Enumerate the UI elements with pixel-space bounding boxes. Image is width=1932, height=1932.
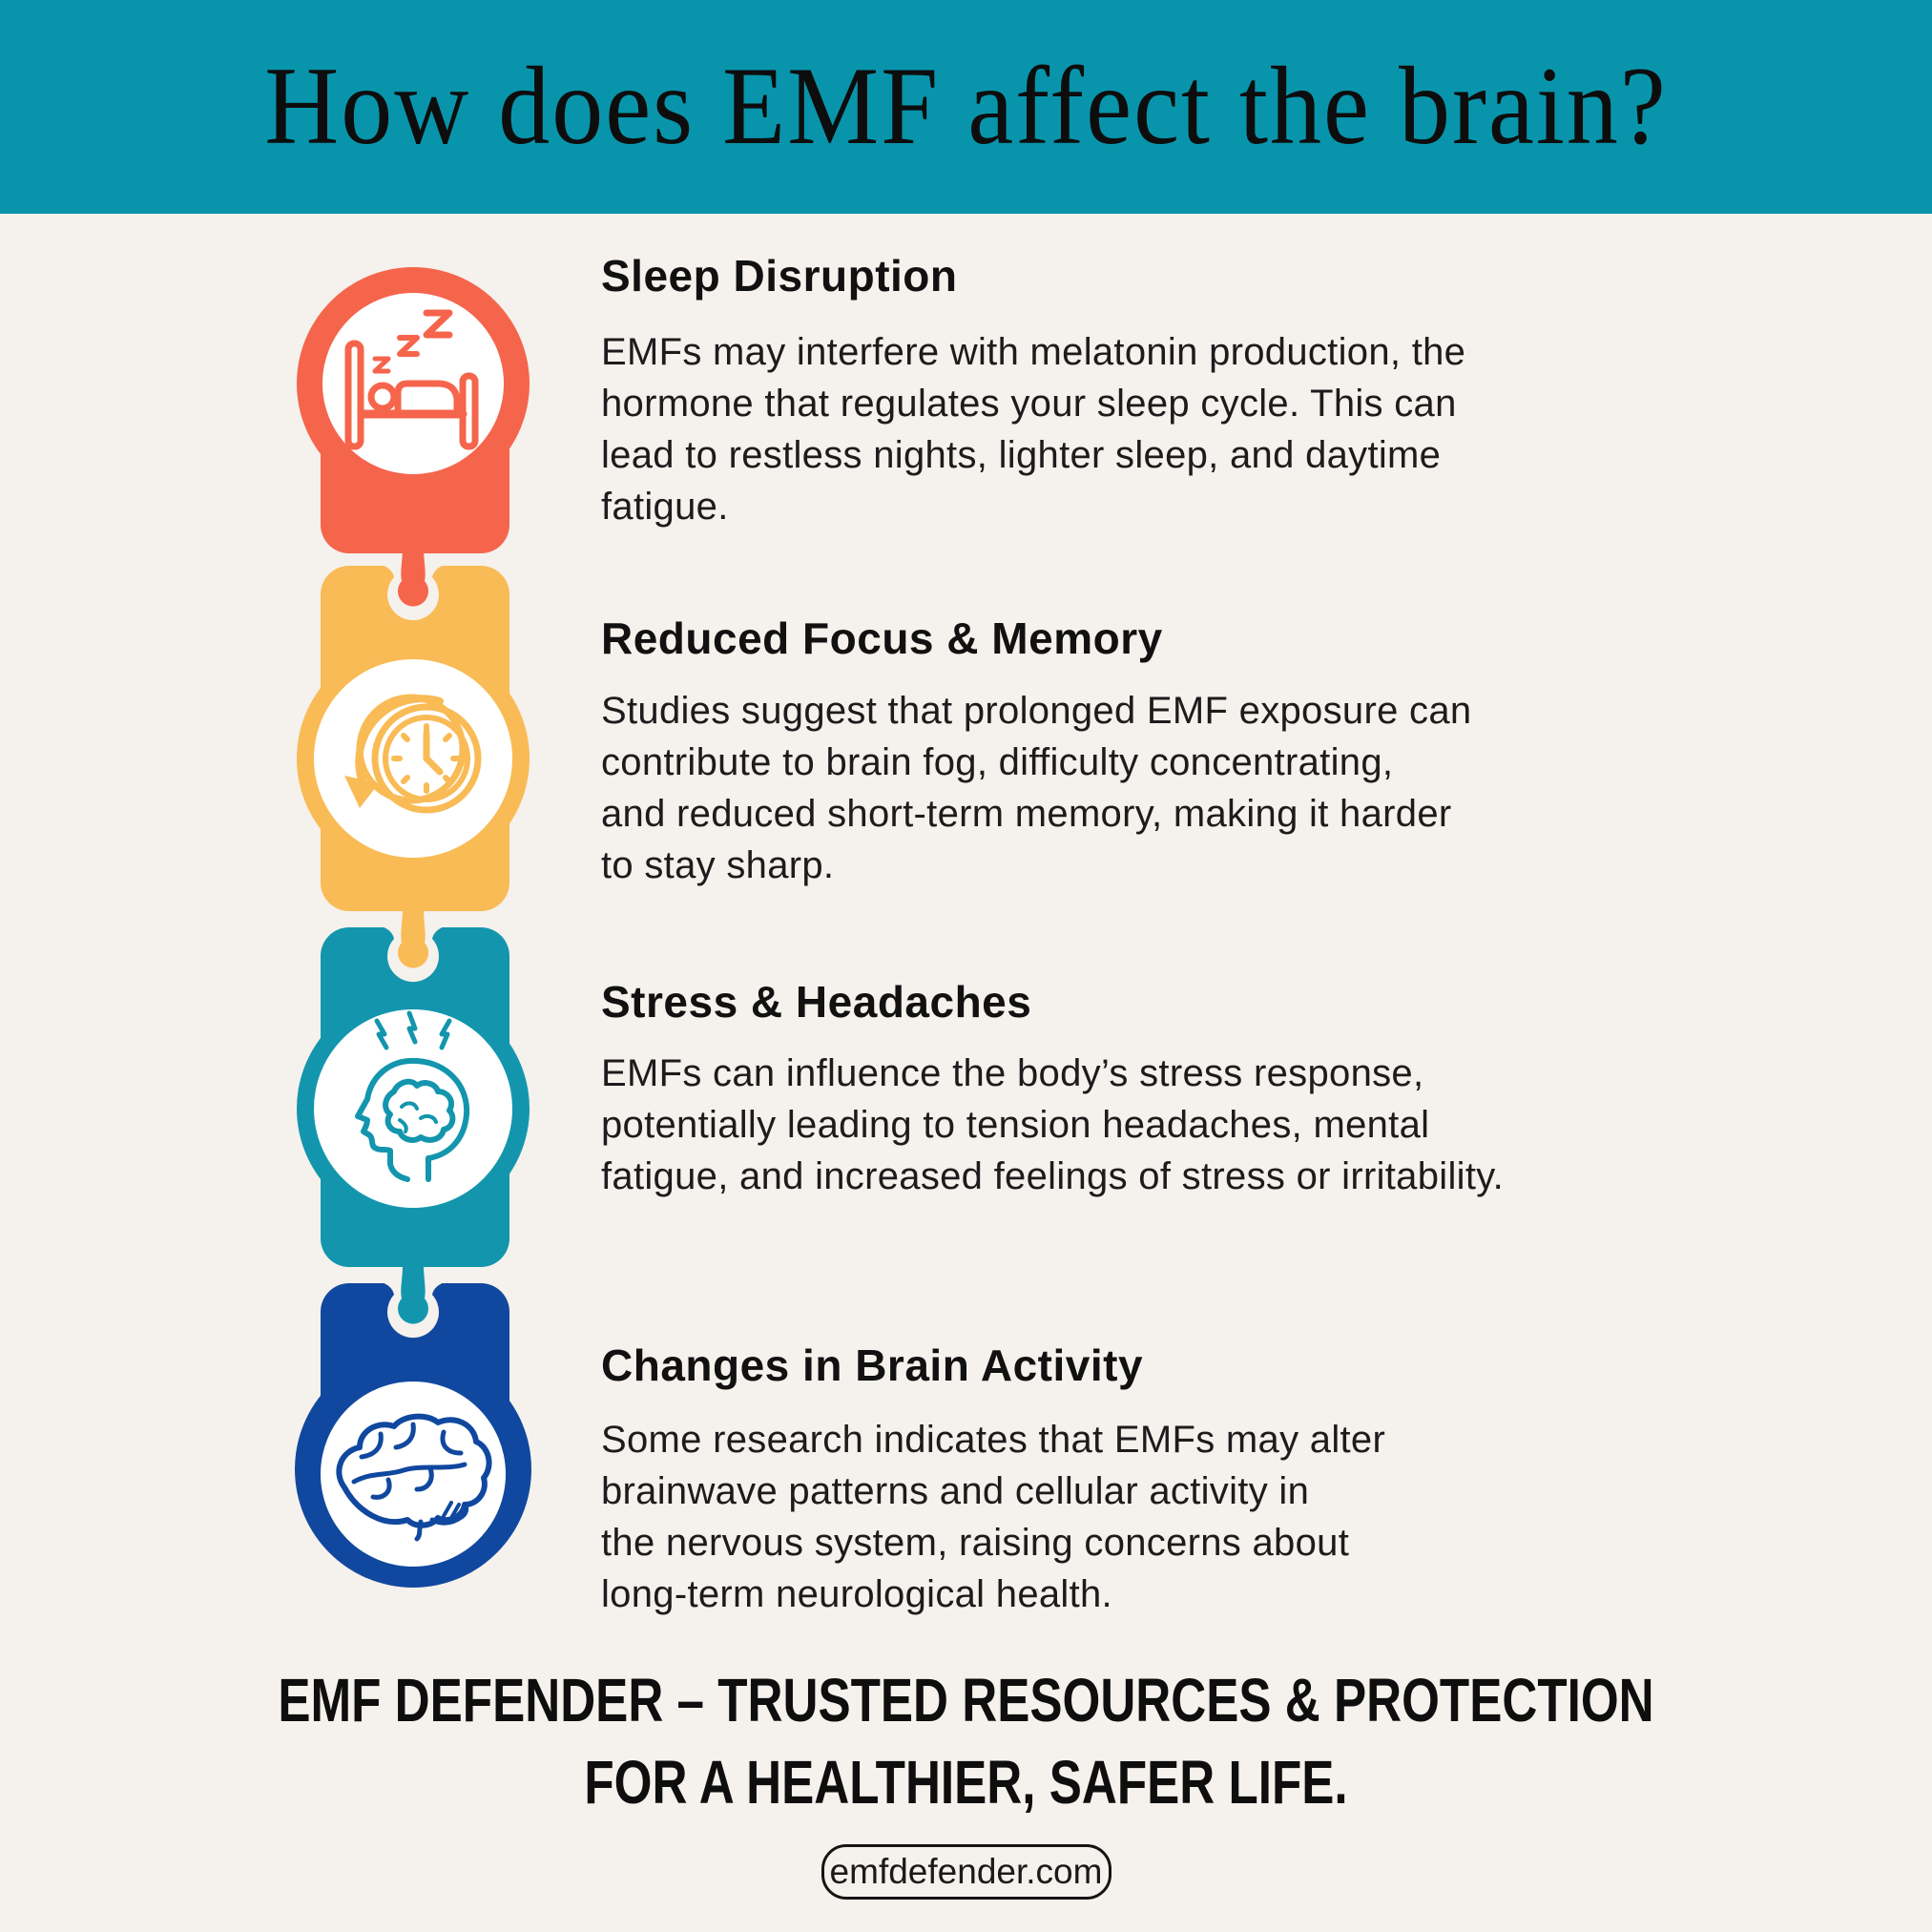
website-button[interactable]: emfdefender.com [821,1844,1111,1900]
section-title-brain: Changes in Brain Activity [601,1340,1144,1390]
puzzle-piece-focus [297,566,530,911]
footer-tagline-line2: FOR A HEALTHIER, SAFER LIFE. [584,1748,1348,1817]
brain-icon [336,1413,492,1542]
puzzle-joint-3 [379,1264,447,1339]
puzzle-joint-2 [379,908,447,983]
puzzle-piece-sleep [297,267,530,553]
section-body-focus: Studies suggest that prolonged EMF expos… [601,690,1472,886]
section-body-stress: EMFs can influence the body’s stress res… [601,1052,1504,1197]
section-body-brain: Some research indicates that EMFs may al… [601,1419,1386,1615]
section-title-focus: Reduced Focus & Memory [601,613,1163,663]
sleeping-bed-icon [344,309,479,450]
section-title-stress: Stress & Headaches [601,977,1032,1027]
puzzle-column [295,267,531,1588]
section-title-sleep: Sleep Disruption [601,251,958,301]
page-title: How does EMF affect the brain? [264,45,1668,168]
clock-arrowhead [344,776,379,808]
puzzle-joint-1 [379,547,447,621]
section-body-sleep: EMFs may interfere with melatonin produc… [601,331,1466,528]
clock-history-icon [355,694,482,814]
head-stress-icon [355,1010,470,1182]
header-banner: How does EMF affect the brain? [0,0,1932,214]
footer-tagline-line1: EMF DEFENDER – TRUSTED RESOURCES & PROTE… [278,1666,1654,1735]
puzzle-piece-stress [297,927,530,1267]
